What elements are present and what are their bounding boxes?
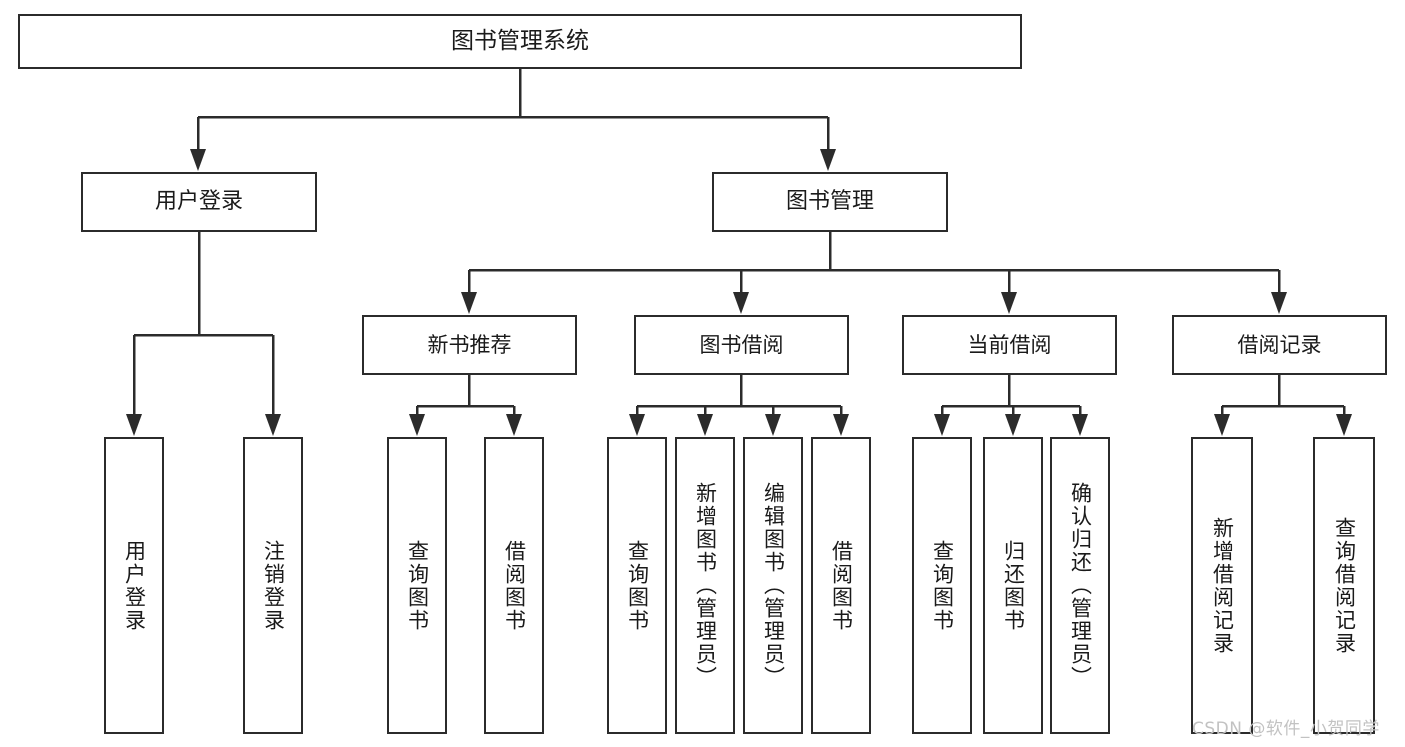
node-label-leaf-borrow-book-1: 借阅图书 (502, 539, 527, 632)
arrow-head-new-book-rec-to-leaves-1 (506, 414, 522, 436)
node-leaf-query-record[interactable]: 查询借阅记录 (1313, 437, 1375, 734)
node-label-leaf-add-book: 新增图书（管理员） (693, 482, 718, 689)
node-user-login[interactable]: 用户登录 (81, 172, 317, 232)
node-label-leaf-borrow-book-2: 借阅图书 (829, 539, 854, 632)
node-label-borrow-record: 借阅记录 (1237, 332, 1322, 357)
arrow-head-user-login-to-leaves-1 (265, 414, 281, 436)
node-leaf-add-book[interactable]: 新增图书（管理员） (675, 437, 735, 734)
arrow-head-current-borrow-to-leaves-2 (1072, 414, 1088, 436)
node-label-leaf-return-book: 归还图书 (1001, 539, 1026, 632)
node-label-book-manage: 图书管理 (785, 189, 874, 215)
arrow-head-current-borrow-to-leaves-0 (934, 414, 950, 436)
node-label-leaf-query-record: 查询借阅记录 (1332, 516, 1357, 655)
node-label-leaf-query-book-3: 查询图书 (930, 539, 955, 632)
node-leaf-user-login[interactable]: 用户登录 (104, 437, 164, 734)
node-current-borrow[interactable]: 当前借阅 (902, 315, 1117, 375)
node-leaf-query-book-3[interactable]: 查询图书 (912, 437, 972, 734)
arrow-head-borrow-record-to-leaves-0 (1214, 414, 1230, 436)
node-label-leaf-user-logout: 注销登录 (261, 539, 286, 632)
arrow-head-book-manage-to-level2-2 (1001, 292, 1017, 314)
node-borrow-record[interactable]: 借阅记录 (1172, 315, 1387, 375)
arrow-head-user-login-to-leaves-0 (126, 414, 142, 436)
node-label-leaf-edit-book: 编辑图书（管理员） (761, 482, 786, 689)
node-label-leaf-add-record: 新增借阅记录 (1210, 516, 1235, 655)
arrow-head-current-borrow-to-leaves-1 (1005, 414, 1021, 436)
node-new-book-rec[interactable]: 新书推荐 (362, 315, 577, 375)
node-label-root: 图书管理系统 (451, 27, 589, 54)
arrow-head-new-book-rec-to-leaves-0 (409, 414, 425, 436)
node-label-leaf-confirm-return: 确认归还（管理员） (1068, 482, 1093, 689)
node-label-leaf-user-login: 用户登录 (122, 539, 147, 632)
node-label-new-book-rec: 新书推荐 (427, 332, 512, 357)
arrow-head-book-manage-to-level2-3 (1271, 292, 1287, 314)
node-leaf-borrow-book-1[interactable]: 借阅图书 (484, 437, 544, 734)
arrow-head-book-borrow-to-leaves-1 (697, 414, 713, 436)
arrow-head-book-manage-to-level2-1 (733, 292, 749, 314)
node-leaf-return-book[interactable]: 归还图书 (983, 437, 1043, 734)
node-leaf-query-book-1[interactable]: 查询图书 (387, 437, 447, 734)
node-book-manage[interactable]: 图书管理 (712, 172, 948, 232)
arrow-head-book-borrow-to-leaves-2 (765, 414, 781, 436)
node-label-leaf-query-book-2: 查询图书 (625, 539, 650, 632)
node-label-book-borrow: 图书借阅 (699, 332, 784, 357)
arrow-head-root-to-level1-1 (820, 149, 836, 171)
node-label-current-borrow: 当前借阅 (967, 332, 1052, 357)
arrow-head-book-borrow-to-leaves-0 (629, 414, 645, 436)
node-leaf-user-logout[interactable]: 注销登录 (243, 437, 303, 734)
node-label-leaf-query-book-1: 查询图书 (405, 539, 430, 632)
node-leaf-add-record[interactable]: 新增借阅记录 (1191, 437, 1253, 734)
node-root[interactable]: 图书管理系统 (18, 14, 1022, 69)
arrow-head-borrow-record-to-leaves-1 (1336, 414, 1352, 436)
node-leaf-borrow-book-2[interactable]: 借阅图书 (811, 437, 871, 734)
node-leaf-query-book-2[interactable]: 查询图书 (607, 437, 667, 734)
arrow-head-root-to-level1-0 (190, 149, 206, 171)
node-label-user-login: 用户登录 (154, 189, 243, 215)
arrow-head-book-borrow-to-leaves-3 (833, 414, 849, 436)
node-leaf-edit-book[interactable]: 编辑图书（管理员） (743, 437, 803, 734)
node-book-borrow[interactable]: 图书借阅 (634, 315, 849, 375)
arrow-head-book-manage-to-level2-0 (461, 292, 477, 314)
node-leaf-confirm-return[interactable]: 确认归还（管理员） (1050, 437, 1110, 734)
